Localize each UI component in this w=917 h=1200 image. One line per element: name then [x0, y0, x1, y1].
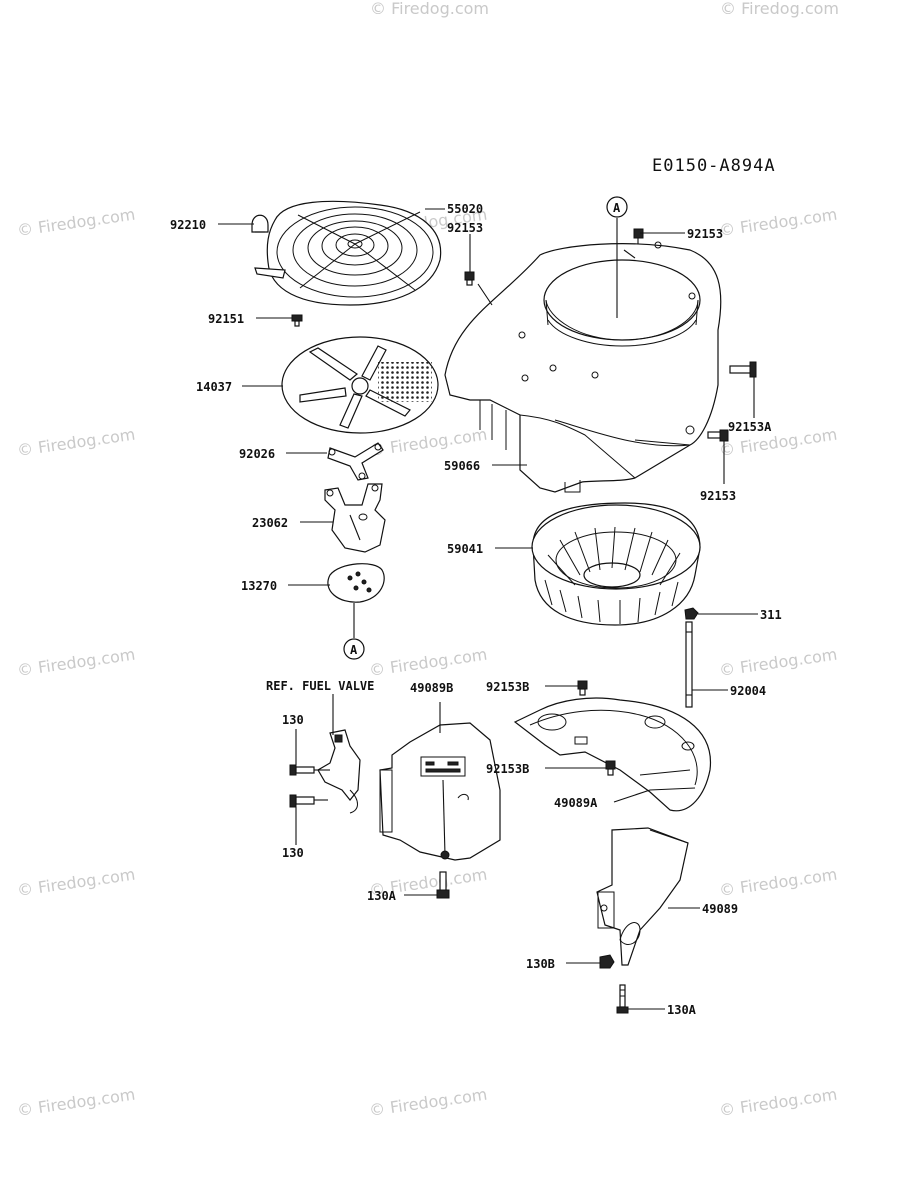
part-label-14037: 14037: [196, 380, 232, 394]
part-label-49089: 49089: [702, 902, 738, 916]
bolt-92153-mid-drawing: [685, 425, 729, 442]
svg-text:A: A: [350, 643, 358, 657]
watermark: © Firedog.com: [720, 0, 839, 18]
part-label-130B: 130B: [526, 957, 555, 971]
diagram-code: E0150-A894A: [652, 156, 776, 176]
rotating-screen-drawing: [254, 200, 442, 306]
ref-note-fuel-valve: REF. FUEL VALVE: [266, 679, 374, 693]
fan-59041-drawing: [531, 502, 701, 626]
part-label-92153-right: 92153: [687, 227, 723, 241]
part-label-92004: 92004: [730, 684, 766, 698]
part-label-92026: 92026: [239, 447, 275, 461]
baffle-49089A-drawing: [513, 697, 712, 812]
part-label-92153B-a: 92153B: [486, 680, 529, 694]
bolt-92153-right-drawing: [633, 228, 644, 244]
part-label-55020: 55020: [447, 202, 483, 216]
part-label-49089B: 49089B: [410, 681, 453, 695]
part-label-92153B-b: 92153B: [486, 762, 529, 776]
watermark: © Firedog.com: [368, 1085, 488, 1120]
watermark: © Firedog.com: [718, 205, 838, 240]
watermark: © Firedog.com: [370, 0, 489, 18]
bolt-130B-drawing: [599, 954, 615, 969]
nut-311-drawing: [684, 607, 699, 620]
watermark: © Firedog.com: [16, 205, 136, 240]
watermark: © Firedog.com: [368, 645, 488, 680]
watermark: © Firedog.com: [16, 1085, 136, 1120]
plate-14037-drawing: [281, 336, 439, 434]
bracket-23062-drawing: [324, 483, 386, 553]
svg-text:A: A: [613, 201, 621, 215]
marker-a-bottom: A: [343, 638, 365, 660]
bolt-92153B-a-drawing: [577, 680, 588, 696]
bolt-130-lower-drawing: [289, 794, 315, 808]
part-label-59066: 59066: [444, 459, 480, 473]
fuel-valve-bracket-drawing: [317, 729, 361, 814]
washer-92026-drawing: [327, 442, 384, 481]
watermark: © Firedog.com: [16, 865, 136, 900]
bolt-130-upper-drawing: [289, 764, 315, 776]
screw-130A-right-drawing: [616, 984, 629, 1014]
part-label-92153-top: 92153: [447, 221, 483, 235]
watermark: © Firedog.com: [718, 865, 838, 900]
part-label-311: 311: [760, 608, 782, 622]
screw-130A-left-drawing: [436, 871, 450, 899]
watermark: © Firedog.com: [718, 1085, 838, 1120]
part-label-92153A: 92153A: [728, 420, 772, 434]
bolt-92153A-drawing: [729, 361, 757, 378]
part-label-130A-left: 130A: [367, 889, 397, 903]
baffle-49089-drawing: [596, 827, 689, 966]
part-label-92210: 92210: [170, 218, 206, 232]
bolt-92153B-b-drawing: [605, 760, 616, 776]
part-label-130-lower: 130: [282, 846, 304, 860]
stud-92004-drawing: [685, 621, 693, 708]
perforation-pattern: [378, 362, 432, 402]
part-label-49089A: 49089A: [554, 796, 598, 810]
leader-lines: [218, 208, 758, 1010]
part-label-13270: 13270: [241, 579, 277, 593]
part-label-130-upper: 130: [282, 713, 304, 727]
watermark: © Firedog.com: [718, 645, 838, 680]
part-label-92153-mid: 92153: [700, 489, 736, 503]
guard-49089B-drawing: [379, 722, 501, 861]
watermark: © Firedog.com: [16, 425, 136, 460]
plate-13270-drawing: [327, 563, 385, 603]
part-label-59041: 59041: [447, 542, 483, 556]
cap-nut-drawing: [251, 214, 269, 233]
part-labels: 92210 55020 92153 92151 14037 92026 2306…: [170, 202, 782, 1017]
part-label-130A-right: 130A: [667, 1003, 697, 1017]
marker-a-top: A: [606, 196, 628, 218]
part-label-92151: 92151: [208, 312, 244, 326]
watermark: © Firedog.com: [16, 645, 136, 680]
bolt-92151-drawing: [291, 314, 303, 327]
part-label-23062: 23062: [252, 516, 288, 530]
shroud-59066-drawing: [444, 241, 722, 493]
bolt-92153-top-drawing: [464, 271, 475, 286]
